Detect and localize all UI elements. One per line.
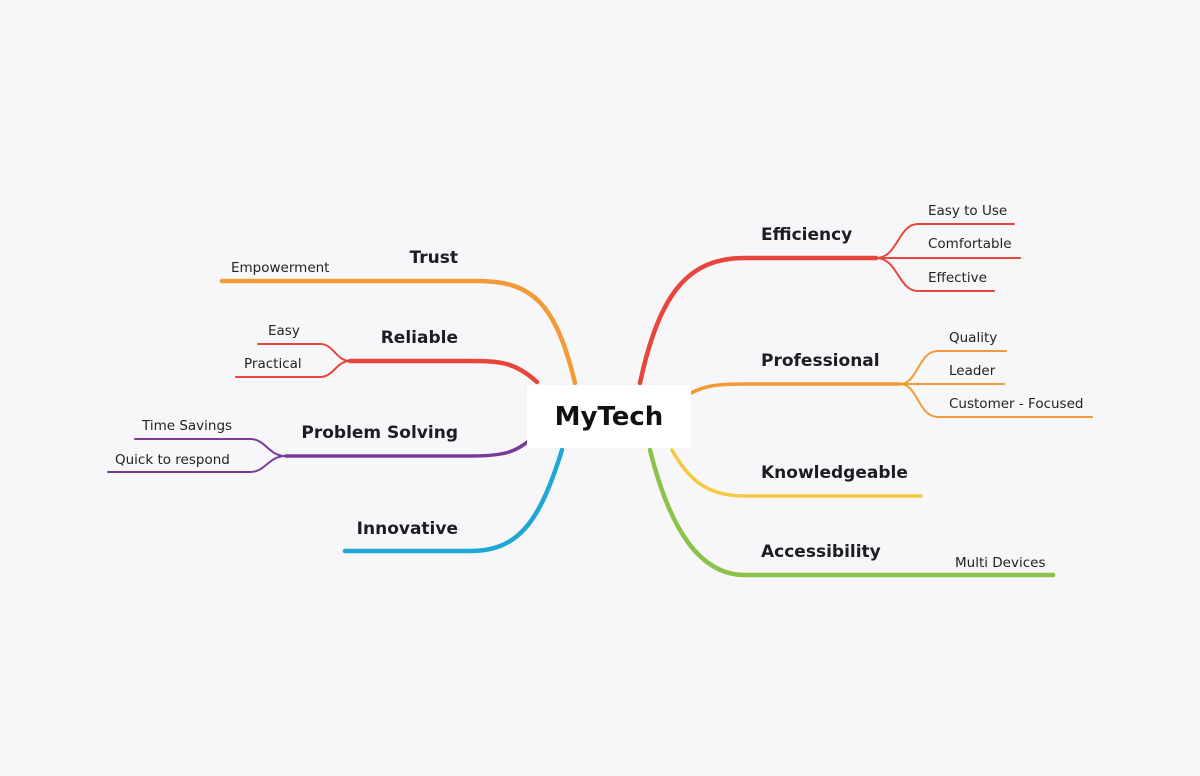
efficiency-child-comfortable[interactable]: Comfortable xyxy=(928,236,1012,252)
professional-child-customer-focused[interactable]: Customer - Focused xyxy=(949,396,1084,412)
efficiency-child-easy-to-use[interactable]: Easy to Use xyxy=(928,203,1008,219)
problem-solving-child-time-savings[interactable]: Time Savings xyxy=(142,418,233,434)
central-topic-label: MyTech xyxy=(554,401,664,432)
innovative-branch-line xyxy=(342,447,565,554)
professional-child-customer-line xyxy=(899,383,1093,418)
branch-knowledgeable-label[interactable]: Knowledgeable xyxy=(761,463,908,483)
central-topic[interactable]: MyTech xyxy=(527,385,691,448)
accessibility-branch-line xyxy=(647,447,1056,578)
efficiency-child-effective-line xyxy=(875,257,995,292)
knowledgeable-branch-line xyxy=(670,448,923,498)
professional-child-quality-line xyxy=(899,350,1007,385)
professional-child-quality[interactable]: Quality xyxy=(949,330,998,346)
reliable-child-practical[interactable]: Practical xyxy=(244,356,302,372)
branch-reliable-label[interactable]: Reliable xyxy=(380,328,458,348)
reliable-branch-line xyxy=(347,358,540,385)
problem-solving-child-quick-line xyxy=(107,455,287,473)
branch-innovative-label[interactable]: Innovative xyxy=(356,519,458,539)
branch-efficiency-label[interactable]: Efficiency xyxy=(761,225,853,245)
trust-branch-line xyxy=(219,278,578,386)
branch-accessibility-label[interactable]: Accessibility xyxy=(761,542,881,562)
efficiency-child-easy-to-use-line xyxy=(875,223,1015,259)
reliable-child-easy-line xyxy=(257,343,351,362)
accessibility-child-multi-devices[interactable]: Multi Devices xyxy=(955,555,1046,571)
trust-child-empowerment[interactable]: Empowerment xyxy=(231,260,330,276)
professional-branch-line xyxy=(689,382,902,395)
efficiency-branch-line xyxy=(637,255,879,386)
reliable-child-easy[interactable]: Easy xyxy=(268,323,300,339)
branch-trust-label[interactable]: Trust xyxy=(409,248,458,268)
problem-solving-branch-line xyxy=(284,438,532,458)
efficiency-child-effective[interactable]: Effective xyxy=(928,270,987,286)
branch-problem-solving-label[interactable]: Problem Solving xyxy=(301,423,458,443)
professional-child-leader[interactable]: Leader xyxy=(949,363,996,379)
problem-solving-child-time-savings-line xyxy=(134,438,287,457)
reliable-child-practical-line xyxy=(235,360,351,378)
problem-solving-child-quick-to-respond[interactable]: Quick to respond xyxy=(115,452,230,468)
branch-professional-label[interactable]: Professional xyxy=(761,351,880,371)
